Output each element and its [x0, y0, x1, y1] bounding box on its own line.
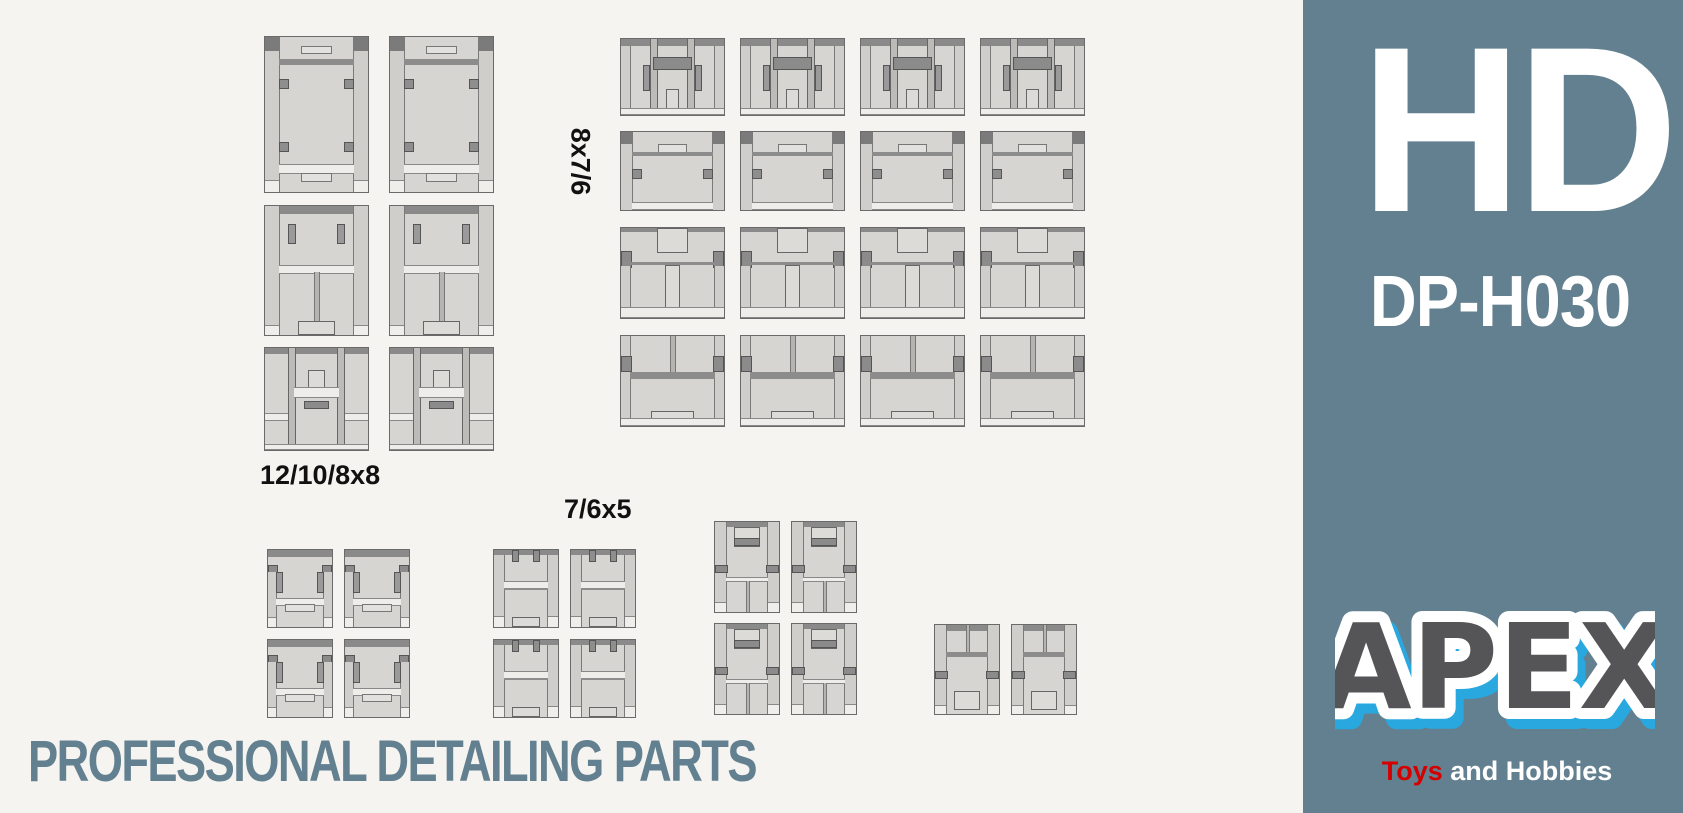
part-8x8-d	[389, 205, 494, 336]
part-8x7-r3-1	[620, 227, 725, 319]
group-label-8x7-6: 8x7/6	[565, 127, 596, 196]
part-7x5-a3	[267, 639, 333, 718]
part-8x7-r2-1	[620, 131, 725, 211]
group-label-7-6x5: 7/6x5	[564, 494, 632, 524]
part-6x5-c1	[714, 521, 780, 613]
part-8x7-r1-4	[980, 38, 1085, 116]
part-7x5-b4	[570, 639, 636, 718]
svg-text:APEX: APEX	[1335, 598, 1655, 736]
part-7x5-b3	[493, 639, 559, 718]
part-8x7-r1-2	[740, 38, 845, 116]
part-8x7-r4-4	[980, 335, 1085, 427]
part-8x8-b	[389, 36, 494, 193]
part-7x5-a2	[344, 549, 410, 628]
parts-sheet: 12/10/8x8 8x7/6	[28, 36, 1085, 794]
part-6x5-c2	[791, 521, 857, 613]
group-label-12-10-8x8: 12/10/8x8	[260, 460, 381, 490]
part-8x7-r2-4	[980, 131, 1085, 211]
svg-text:APEX: APEX	[1335, 598, 1655, 736]
part-6x5-d2	[1011, 624, 1077, 715]
part-8x7-r3-3	[860, 227, 965, 319]
series-badge: HD	[1360, 0, 1678, 262]
tagline-highlight: Toys	[1381, 756, 1443, 786]
brand-panel	[1303, 0, 1683, 813]
part-8x7-r4-3	[860, 335, 965, 427]
part-8x7-r4-2	[740, 335, 845, 427]
part-8x7-r3-2	[740, 227, 845, 319]
part-8x8-e	[264, 347, 369, 451]
part-6x5-c4	[791, 623, 857, 715]
headline: PROFESSIONAL DETAILING PARTS	[28, 729, 758, 794]
part-8x8-f	[389, 347, 494, 451]
part-8x7-r4-1	[620, 335, 725, 427]
part-8x8-a	[264, 36, 369, 193]
part-8x7-r1-1	[620, 38, 725, 116]
part-6x5-d1	[934, 624, 1000, 715]
part-8x7-r2-3	[860, 131, 965, 211]
part-7x5-a4	[344, 639, 410, 718]
svg-text:APEX: APEX	[1335, 608, 1655, 740]
part-6x5-c3	[714, 623, 780, 715]
part-8x7-r2-2	[740, 131, 845, 211]
part-8x7-r1-3	[860, 38, 965, 116]
tagline: Toys and Hobbies	[1337, 756, 1657, 787]
part-7x5-a1	[267, 549, 333, 628]
product-code: DP-H030	[1369, 262, 1631, 342]
apex-logo-icon: APEX APEX APEX	[1335, 590, 1655, 740]
part-7x5-b2	[570, 549, 636, 628]
part-7x5-b1	[493, 549, 559, 628]
part-8x8-c	[264, 205, 369, 336]
part-8x7-r3-4	[980, 227, 1085, 319]
tagline-rest: and Hobbies	[1442, 756, 1613, 786]
